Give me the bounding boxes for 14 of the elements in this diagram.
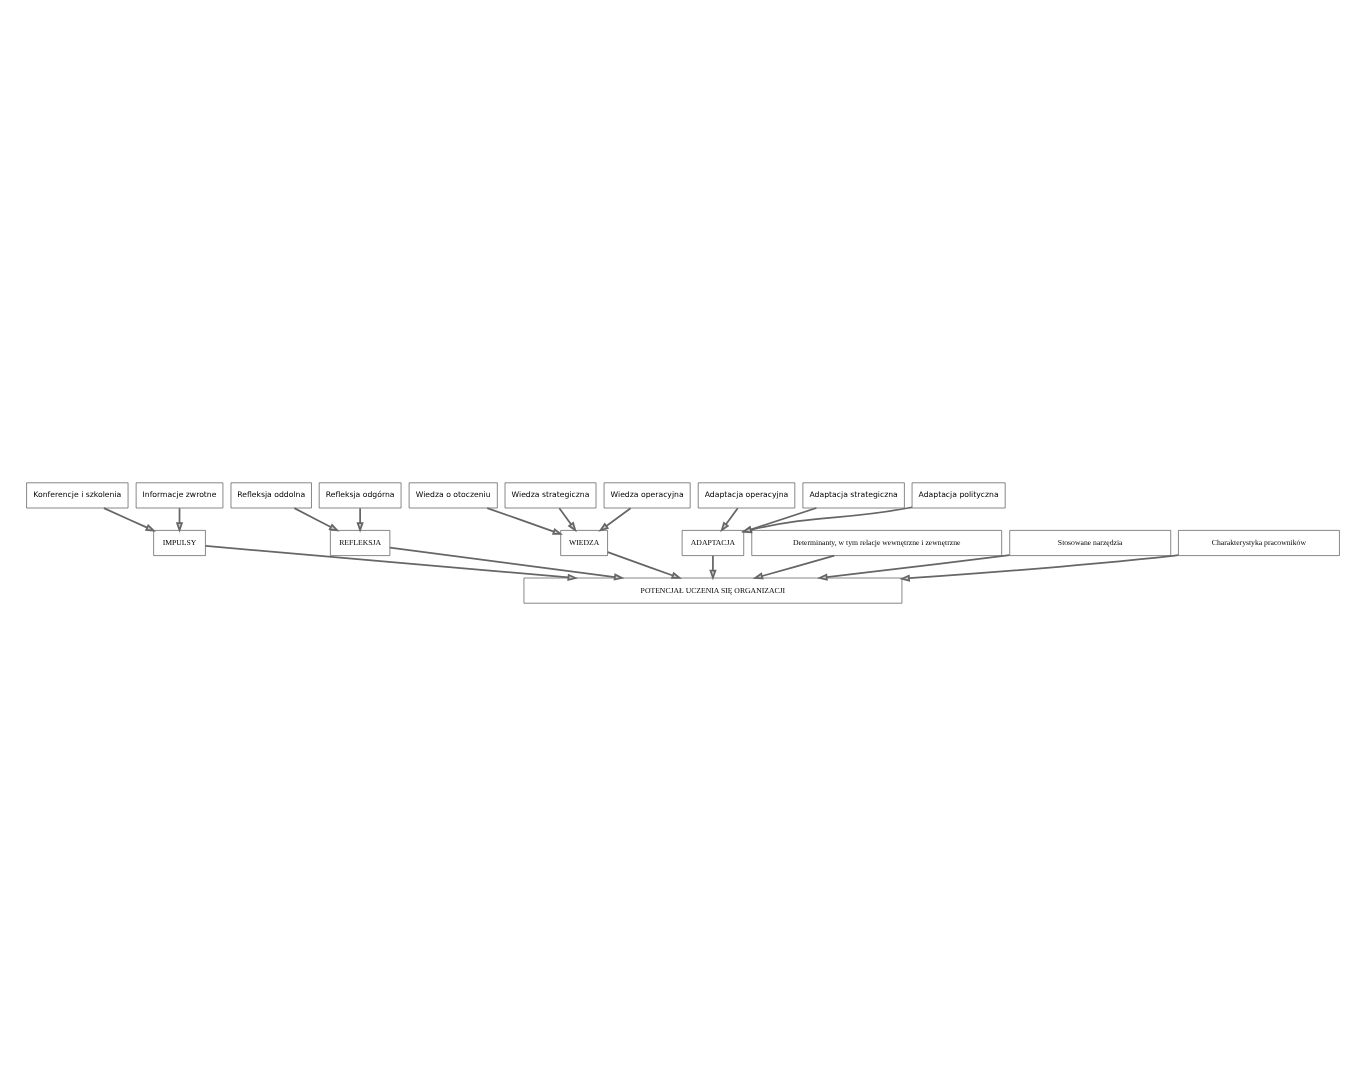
arrow	[103, 506, 156, 531]
arrow	[486, 506, 564, 534]
arrow	[598, 506, 632, 531]
arrow	[899, 553, 1180, 581]
arrow	[709, 553, 717, 580]
arrow	[558, 506, 577, 532]
arrow	[720, 506, 739, 532]
arrow	[752, 553, 836, 579]
arrow	[204, 544, 579, 580]
arrow	[389, 545, 625, 580]
arrow	[356, 506, 364, 532]
arrow	[606, 550, 682, 578]
arrow	[293, 506, 340, 531]
arrow	[817, 553, 1011, 580]
